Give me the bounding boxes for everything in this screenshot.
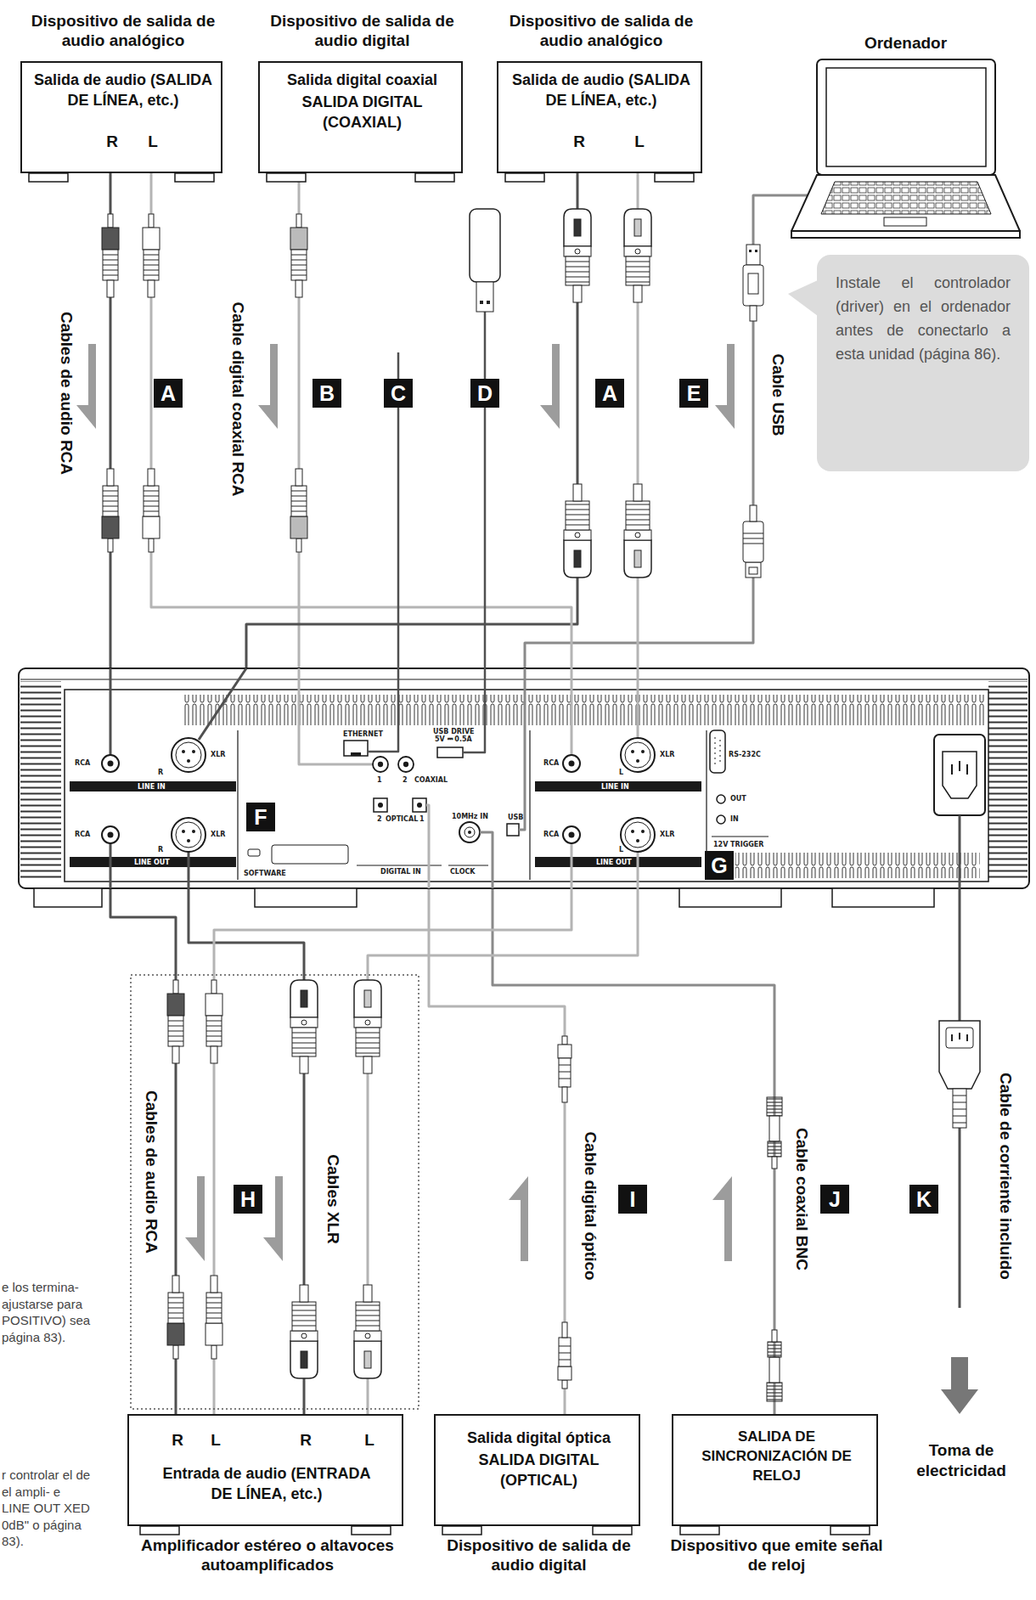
heading-text: Ordenador [790, 33, 1021, 54]
panel-text: RCA [74, 759, 91, 767]
device-box: Dispositivo de salida de audio analógico… [496, 61, 703, 174]
panel-text: 10MHz IN [451, 812, 489, 821]
callout-letter: H [233, 1184, 263, 1214]
computer: Ordenador [790, 33, 1021, 240]
panel-text: 12V TRIGGER [713, 840, 764, 849]
callout-letter: E [679, 378, 709, 408]
box-text: R [570, 132, 588, 153]
panel-text: 2 [402, 776, 408, 784]
box-text: Instale el controlador (driver) en el or… [835, 271, 1011, 367]
callout-letter: D [470, 378, 500, 408]
panel-text: L [619, 845, 624, 854]
panel-text: RCA [543, 759, 559, 767]
panel-text: OUT [730, 794, 747, 803]
note-text: e los termina- ajustarse para POSITIVO) … [1, 1278, 91, 1346]
panel-text: 1 [377, 776, 383, 784]
cable-label: Cable digital coaxial RCA [229, 301, 248, 496]
panel-text: XLR [210, 750, 226, 759]
device-box: Dispositivo de salida de audio analógico… [20, 61, 223, 174]
callout-letter: A [153, 378, 183, 408]
callout-letter: F [246, 802, 276, 832]
box-text: R [297, 1430, 315, 1451]
panel-text: LINE IN [601, 782, 630, 791]
panel-text: RS-232C [728, 750, 761, 759]
callout-letter: I [618, 1184, 648, 1214]
rear-panel: RCA R XLR LINE IN RCA R XLR LINE OUT SOFTWARE ETH… [18, 668, 1030, 889]
box-text: L [207, 1430, 225, 1451]
panel-text: R [157, 845, 164, 854]
panel-text: XLR [210, 830, 226, 839]
box-text: Salida de audio (SALIDA DE LÍNEA, etc.) [503, 69, 699, 112]
panel-text: IN [730, 815, 739, 823]
callout-letter: K [909, 1184, 939, 1214]
box-text: Salida de audio (SALIDA DE LÍNEA, etc.) [25, 69, 221, 112]
panel-text: USB [507, 813, 524, 822]
panel-text: L [619, 768, 624, 777]
callout-letter: C [383, 378, 413, 408]
cable-label: Cable digital óptico [581, 1131, 600, 1280]
panel-text: COAXIAL [414, 776, 448, 784]
panel-text: 2 [377, 815, 383, 823]
cable-connector [524, 195, 791, 669]
box-text: R [103, 132, 121, 153]
box-text: SALIDA DIGITAL (COAXIAL) [264, 91, 461, 134]
panel-text: ETHERNET [343, 730, 383, 738]
panel-text: OPTICAL [385, 815, 418, 823]
cable-label: Cable coaxial BNC [793, 1127, 811, 1271]
cable-connector [428, 888, 565, 1414]
box-text: SALIDA DE SINCRONIZACIÓN DE RELOJ [676, 1427, 877, 1487]
panel-text: LINE OUT [134, 858, 170, 867]
heading-text: Dispositivo de salida de audio digital [432, 1536, 646, 1576]
heading-text: Amplificador estéreo o altavoces autoamp… [114, 1536, 421, 1576]
box-text: R [168, 1430, 186, 1451]
heading-text: Dispositivo de salida de audio analógico [21, 11, 226, 51]
box-text: L [144, 132, 162, 153]
device-box: SALIDA DE SINCRONIZACIÓN DE RELOJDisposi… [671, 1413, 879, 1526]
panel-text: LINE OUT [596, 858, 632, 867]
panel-text: XLR [659, 750, 675, 759]
box-text: Salida digital óptica [439, 1427, 638, 1448]
cable-label: Cable USB [769, 353, 788, 436]
heading-text: Dispositivo de salida de audio digital [259, 11, 465, 51]
callout-letter: J [820, 1184, 850, 1214]
cable-connector [246, 173, 578, 669]
device-box: Dispositivo de salida de audio digitalSa… [258, 61, 463, 174]
panel-text: SOFTWARE [243, 869, 287, 878]
laptop-outline [790, 33, 1021, 240]
box-text: SALIDA DIGITAL (OPTICAL) [444, 1449, 634, 1492]
cable-connector [110, 888, 176, 1414]
outlet-label: Toma de electricidad [901, 1440, 1021, 1481]
panel-text: 1 [419, 815, 425, 823]
panel-text: LINE IN [137, 782, 166, 791]
cable-label: Cables XLR [324, 1154, 343, 1245]
cable-label: Cable de corriente incluido [996, 1072, 1015, 1280]
panel-text: RCA [74, 830, 91, 839]
cable-label: Cables de audio RCA [57, 311, 76, 475]
panel-text: R [157, 768, 164, 777]
callout-letter: G [704, 850, 734, 880]
amplifier-box: RLRLEntrada de audio (ENTRADA DE LÍNEA, … [127, 1413, 404, 1526]
box-text: Entrada de audio (ENTRADA DE LÍNEA, etc.… [156, 1463, 378, 1505]
panel-text: USB DRIVE [433, 727, 475, 736]
heading-text: Dispositivo que emite señal de reloj [670, 1536, 884, 1576]
callout-letter: A [595, 378, 625, 408]
panel-text: RCA [543, 830, 559, 839]
panel-text: 5V ⎓ 0.5A [434, 735, 473, 744]
device-box: Salida digital ópticaSALIDA DIGITAL (OPT… [433, 1413, 641, 1526]
heading-text: Dispositivo de salida de audio analógico [499, 11, 704, 51]
box-text: L [630, 132, 648, 153]
callout-letter: B [312, 378, 342, 408]
panel-text: DIGITAL IN [380, 867, 422, 876]
panel-text: CLOCK [450, 867, 476, 876]
note-text: r controlar el de el ampli- e LINE OUT X… [1, 1466, 91, 1550]
cable-connector [492, 888, 775, 1414]
box-text: L [360, 1430, 378, 1451]
callout-bubble: Instale el controlador (driver) en el or… [816, 254, 1030, 472]
panel-text: XLR [659, 830, 675, 839]
cable-label: Cables de audio RCA [142, 1090, 161, 1254]
box-text: Salida digital coaxial [264, 69, 461, 91]
